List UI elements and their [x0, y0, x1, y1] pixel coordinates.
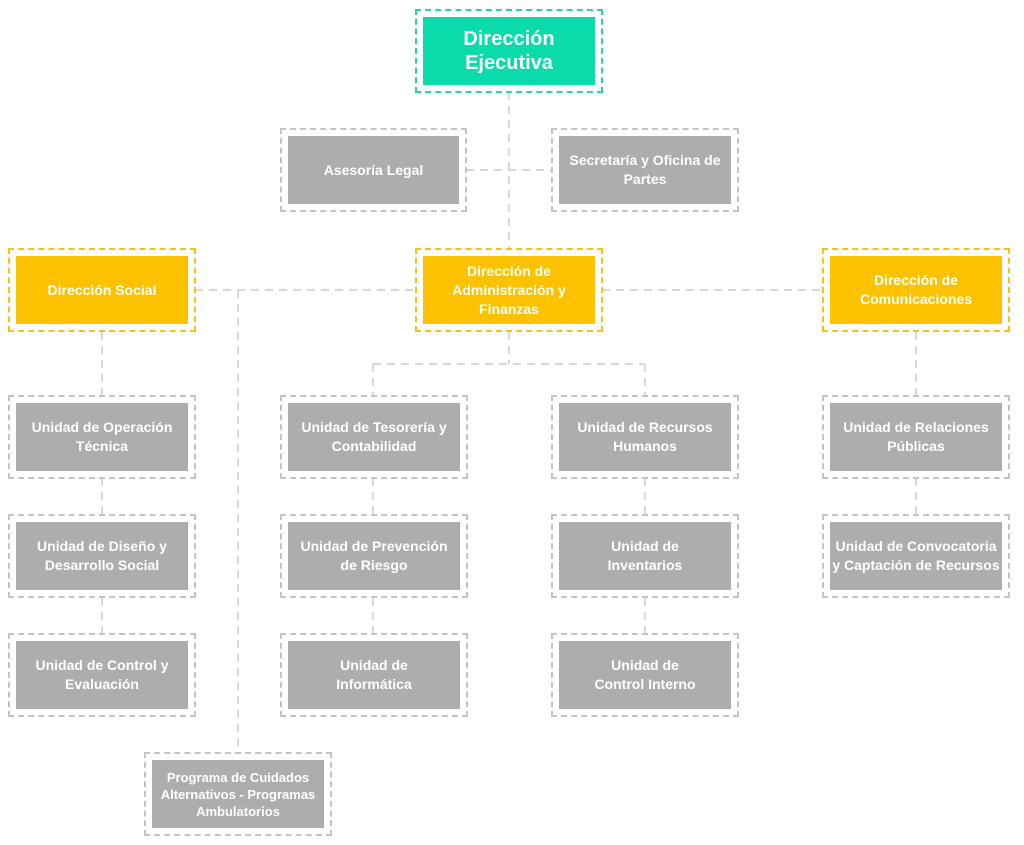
node-unidad-convocatoria: Unidad de Convocatoria y Captación de Re… [822, 514, 1010, 598]
label-unidad-recursos-humanos: Unidad de Recursos Humanos [559, 403, 731, 471]
node-direccion-comunicaciones: Dirección de Comunicaciones [822, 248, 1010, 332]
label-asesoria-legal: Asesoría Legal [288, 136, 459, 204]
node-programa-cuidados: Programa de Cuidados Alternativos - Prog… [144, 752, 332, 836]
node-unidad-tesoreria: Unidad de Tesorería y Contabilidad [280, 395, 468, 479]
node-unidad-prevencion: Unidad de Prevención de Riesgo [280, 514, 468, 598]
label-unidad-tesoreria: Unidad de Tesorería y Contabilidad [288, 403, 460, 471]
label-unidad-inventarios: Unidad de Inventarios [559, 522, 731, 590]
label-programa-cuidados: Programa de Cuidados Alternativos - Prog… [152, 760, 324, 828]
label-unidad-operacion-tecnica: Unidad de Operación Técnica [16, 403, 188, 471]
node-unidad-inventarios: Unidad de Inventarios [551, 514, 739, 598]
label-direccion-administracion: Dirección de Administración y Finanzas [423, 256, 595, 324]
node-unidad-control-interno: Unidad de Control Interno [551, 633, 739, 717]
node-unidad-diseno: Unidad de Diseño y Desarrollo Social [8, 514, 196, 598]
label-direccion-social: Dirección Social [16, 256, 188, 324]
node-unidad-control-evaluacion: Unidad de Control y Evaluación [8, 633, 196, 717]
node-asesoria-legal: Asesoría Legal [280, 128, 467, 212]
label-unidad-relaciones-publicas: Unidad de Relaciones Públicas [830, 403, 1002, 471]
label-secretaria: Secretaría y Oficina de Partes [559, 136, 731, 204]
label-unidad-informatica: Unidad de Informática [288, 641, 460, 709]
label-direccion-ejecutiva: Dirección Ejecutiva [423, 17, 595, 85]
node-direccion-ejecutiva: Dirección Ejecutiva [415, 9, 603, 93]
label-unidad-prevencion: Unidad de Prevención de Riesgo [288, 522, 460, 590]
node-secretaria: Secretaría y Oficina de Partes [551, 128, 739, 212]
node-unidad-recursos-humanos: Unidad de Recursos Humanos [551, 395, 739, 479]
node-direccion-social: Dirección Social [8, 248, 196, 332]
node-unidad-informatica: Unidad de Informática [280, 633, 468, 717]
node-unidad-relaciones-publicas: Unidad de Relaciones Públicas [822, 395, 1010, 479]
node-direccion-administracion: Dirección de Administración y Finanzas [415, 248, 603, 332]
label-unidad-control-interno: Unidad de Control Interno [559, 641, 731, 709]
label-unidad-diseno: Unidad de Diseño y Desarrollo Social [16, 522, 188, 590]
label-direccion-comunicaciones: Dirección de Comunicaciones [830, 256, 1002, 324]
connector-admin-split [372, 332, 646, 395]
label-unidad-control-evaluacion: Unidad de Control y Evaluación [16, 641, 188, 709]
node-unidad-operacion-tecnica: Unidad de Operación Técnica [8, 395, 196, 479]
label-unidad-convocatoria: Unidad de Convocatoria y Captación de Re… [830, 522, 1002, 590]
